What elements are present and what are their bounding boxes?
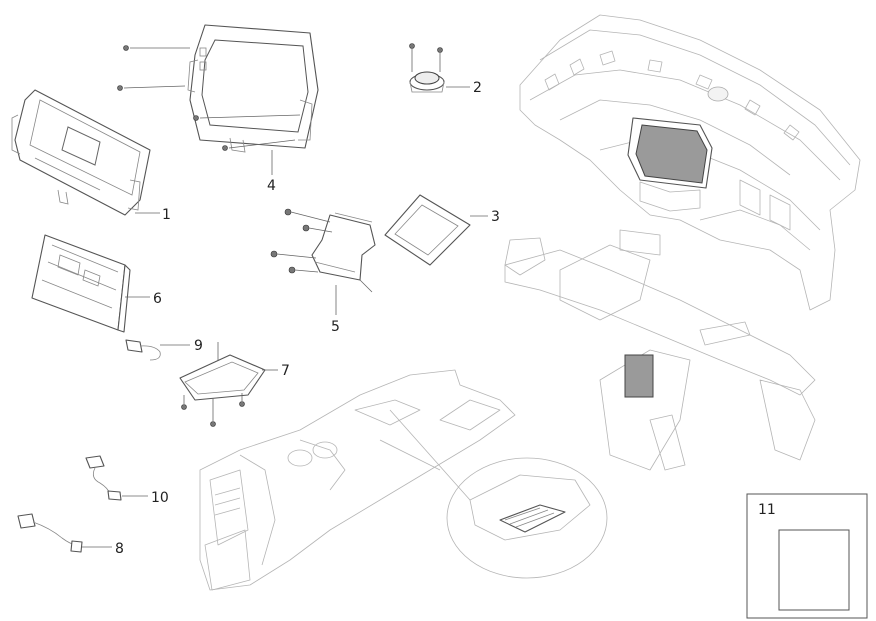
part-6-module [31,234,150,333]
callout-7: 7 [281,363,290,379]
screw-icon [123,45,129,51]
callout-10: 10 [151,490,169,506]
part-10-usb-cable [85,455,148,501]
screw-icon [239,401,245,407]
callout-1: 1 [162,207,171,223]
screw-icon [288,266,296,274]
callout-2: 2 [473,80,482,96]
screw-icon [181,404,187,410]
manual-card [778,529,850,611]
screw-icon [117,85,123,91]
screw-icon [302,224,310,232]
cowl-module [624,354,654,398]
callout-4: 4 [267,178,276,194]
part-5-bracket [270,208,376,315]
part-3-pad [384,194,488,266]
screw-icon [284,208,292,216]
part-9-connector [125,339,190,361]
dashboard-assembly [519,14,861,311]
console-module-zoom [499,504,566,533]
center-console [199,369,608,591]
callout-8: 8 [115,541,124,557]
callout-5: 5 [331,319,340,335]
part-1-display [11,89,160,216]
part-11-box [746,493,868,619]
screw-icon [437,47,443,53]
callout-11: 11 [758,502,776,518]
screw-icon [210,421,216,427]
dash-display-screen [635,124,708,184]
part-8-cable [17,513,112,553]
screw-icon [193,115,199,121]
screw-icon [270,250,278,258]
callout-9: 9 [194,338,203,354]
part-2-speaker [409,43,470,93]
part-4-display [117,24,319,175]
part-7-module [179,342,278,427]
screw-icon [409,43,415,49]
cowl-cross-bar [504,237,816,471]
callout-3: 3 [491,209,500,225]
screw-icon [222,145,228,151]
callout-6: 6 [153,291,162,307]
